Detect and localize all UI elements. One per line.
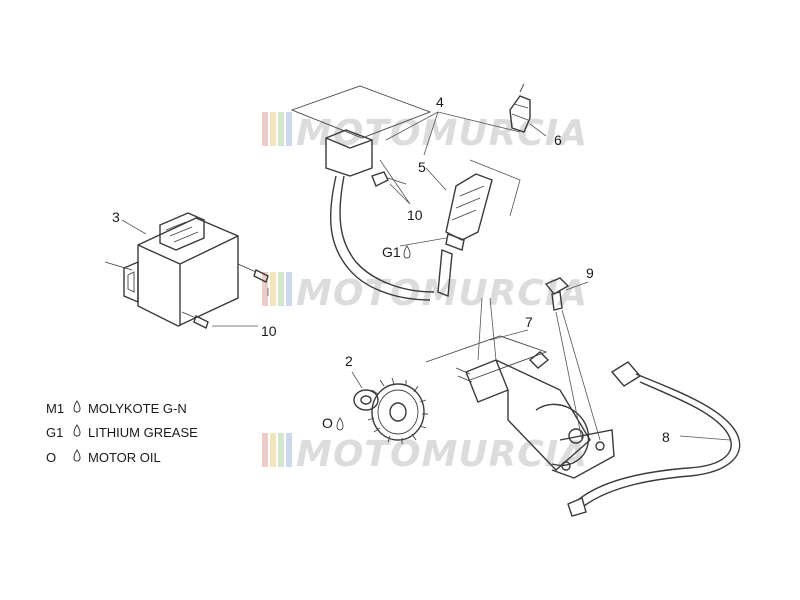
g1-drop-icon: [403, 245, 411, 259]
callout-7: 7: [525, 314, 533, 330]
coil-bolt-part: [371, 171, 407, 187]
callout-6: 6: [554, 132, 562, 148]
callout-10-cdi: 10: [261, 323, 277, 339]
legend-row-molykote: M1 MOLYKOTE G-N: [46, 396, 198, 421]
callout-8: 8: [662, 429, 670, 445]
spark-plug-part: [509, 83, 531, 133]
watermark-bottom: MOTOMURCIA: [262, 433, 588, 475]
callout-10-coil: 10: [407, 207, 423, 223]
drop-icon: [72, 424, 88, 441]
drop-icon: [72, 399, 88, 417]
legend-code: O: [46, 449, 57, 465]
legend-text: LITHIUM GREASE: [88, 425, 198, 441]
part-4-bracket: [385, 111, 521, 217]
callout-2: 2: [345, 353, 353, 369]
gear-part: [353, 377, 428, 444]
callout-9: 9: [586, 265, 594, 281]
legend-row-motor-oil: O MOTOR OIL: [46, 445, 198, 470]
starter-bolt-part: [544, 277, 570, 311]
ignition-coil-part: [290, 85, 435, 301]
legend-code: M1: [46, 400, 65, 416]
legend-text: MOLYKOTE G-N: [88, 400, 187, 416]
bolt-part: [181, 263, 269, 329]
watermark-middle: MOTOMURCIA: [262, 272, 587, 314]
drop-icon: [72, 448, 88, 466]
cdi-unit-part: [104, 212, 239, 327]
starter-cable-part: [567, 361, 741, 517]
watermark-text: MOTOMURCIA: [296, 113, 588, 154]
o-mark: O: [322, 415, 333, 431]
leader-lines: [121, 123, 731, 441]
callout-3: 3: [112, 209, 120, 225]
oil-drop-icon: [336, 417, 344, 431]
callout-5: 5: [418, 159, 426, 175]
legend-row-lithium-grease: G1 LITHIUM GREASE: [46, 421, 198, 446]
g1-mark: G1: [382, 244, 401, 260]
watermark-top: MOTOMURCIA: [262, 112, 588, 154]
starter-motor-part: [425, 335, 615, 479]
legend-code: G1: [46, 425, 64, 441]
watermark-text: MOTOMURCIA: [296, 434, 588, 475]
lubricant-legend: M1 MOLYKOTE G-N G1 LITHIUM GREASE O MOTO…: [46, 396, 198, 470]
callout-4: 4: [436, 94, 444, 110]
spark-plug-cap-part: [437, 173, 493, 297]
legend-text: MOTOR OIL: [88, 449, 161, 465]
